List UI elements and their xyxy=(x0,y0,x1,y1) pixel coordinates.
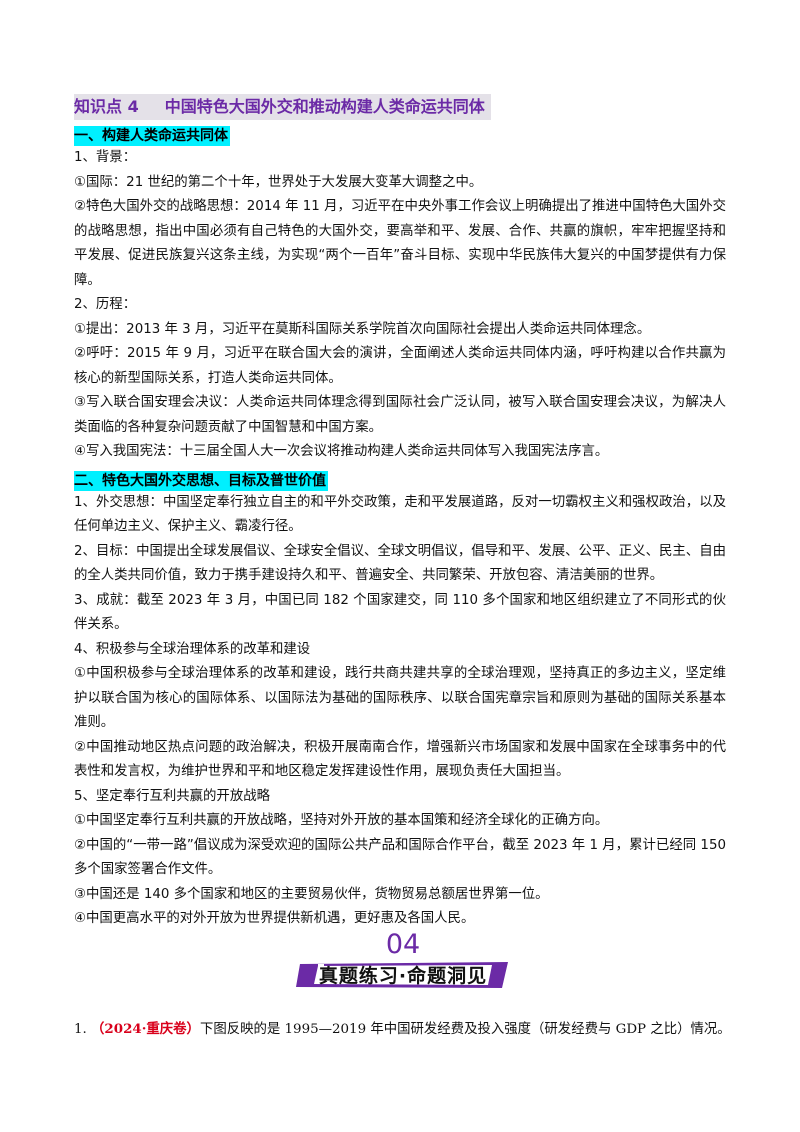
paragraph: 2、历程： xyxy=(74,297,137,312)
chapter-banner: 04 真题练习·命题洞见 xyxy=(286,930,520,996)
paragraph: ①提出：2013 年 3 月，习近平在莫斯科国际关系学院首次向国际社会提出人类命… xyxy=(74,321,651,337)
question-1: 1. （2024·重庆卷）下图反映的是 1995—2019 年中国研发经费及投入… xyxy=(74,1018,734,1041)
section-heading-2: 二、特色大国外交思想、目标及普世价值 xyxy=(74,470,328,491)
paragraph: 1、背景： xyxy=(74,150,137,165)
paragraph: ③写入联合国安理会决议：人类命运共同体理念得到国际社会广泛认同，被写入联合国安理… xyxy=(74,395,726,435)
paragraph: ②中国的“一带一路”倡议成为深受欢迎的国际公共产品和国际合作平台，截至 2023… xyxy=(74,837,726,878)
question-text: 下图反映的是 1995—2019 年中国研发经费及投入强度（研发经费与 GDP … xyxy=(199,1022,731,1037)
paragraph: ②呼吁：2015 年 9 月，习近平在联合国大会的演讲，全面阐述人类命运共同体内… xyxy=(74,346,726,386)
paragraph: 1、外交思想：中国坚定奉行独立自主的和平外交政策，走和平发展道路，反对一切霸权主… xyxy=(74,494,726,535)
knowledge-point-number: 知识点 4 xyxy=(74,97,139,116)
chapter-number: 04 xyxy=(385,929,421,960)
paragraph: 3、成就：截至 2023 年 3 月，中国已同 182 个国家建交，同 110 … xyxy=(74,592,726,633)
paragraph: ①国际：21 世纪的第二个十年，世界处于大发展大变革大调整之中。 xyxy=(74,174,483,190)
knowledge-point-title: 中国特色大国外交和推动构建人类命运共同体 xyxy=(164,97,485,116)
paragraph: 5、坚定奉行互利共赢的开放战略 xyxy=(74,788,270,804)
paragraph: ①中国坚定奉行互利共赢的开放战略，坚持对外开放的基本国策和经济全球化的正确方向。 xyxy=(74,813,609,828)
banner-label: 真题练习·命题洞见 xyxy=(318,965,488,987)
paragraph: 4、积极参与全球治理体系的改革和建设 xyxy=(74,641,311,657)
section-1-body: 1、背景： ①国际：21 世纪的第二个十年，世界处于大发展大变革大调整之中。 ②… xyxy=(74,146,726,465)
paragraph: ④写入我国宪法：十三届全国人大一次会议将推动构建人类命运共同体写入我国宪法序言。 xyxy=(74,444,609,459)
paragraph: ④中国更高水平的对外开放为世界提供新机遇，更好惠及各国人民。 xyxy=(74,911,475,926)
section-heading-1: 一、构建人类命运共同体 xyxy=(74,126,230,146)
document-body: 知识点 4 中国特色大国外交和推动构建人类命运共同体 一、构建人类命运共同体 1、… xyxy=(74,94,726,932)
question-source: （2024·重庆卷） xyxy=(91,1021,200,1037)
paragraph: ③中国还是 140 多个国家和地区的主要贸易伙伴，货物贸易总额居世界第一位。 xyxy=(74,886,549,902)
paragraph: ②特色大国外交的战略思想：2014 年 11 月，习近平在中央外事工作会议上明确… xyxy=(74,199,726,288)
question-number: 1. xyxy=(74,1022,87,1037)
paragraph: ②中国推动地区热点问题的政治解决，积极开展南南合作，增强新兴市场国家和发展中国家… xyxy=(74,739,726,780)
paragraph: ①中国积极参与全球治理体系的改革和建设，践行共商共建共享的全球治理观，坚持真正的… xyxy=(74,666,726,730)
banner-brush-stroke xyxy=(296,962,508,988)
paragraph: 2、目标：中国提出全球发展倡议、全球安全倡议、全球文明倡议，倡导和平、发展、公平… xyxy=(74,543,726,584)
section-2-body: 1、外交思想：中国坚定奉行独立自主的和平外交政策，走和平发展道路，反对一切霸权主… xyxy=(74,491,726,932)
knowledge-point-heading: 知识点 4 中国特色大国外交和推动构建人类命运共同体 xyxy=(74,94,491,120)
